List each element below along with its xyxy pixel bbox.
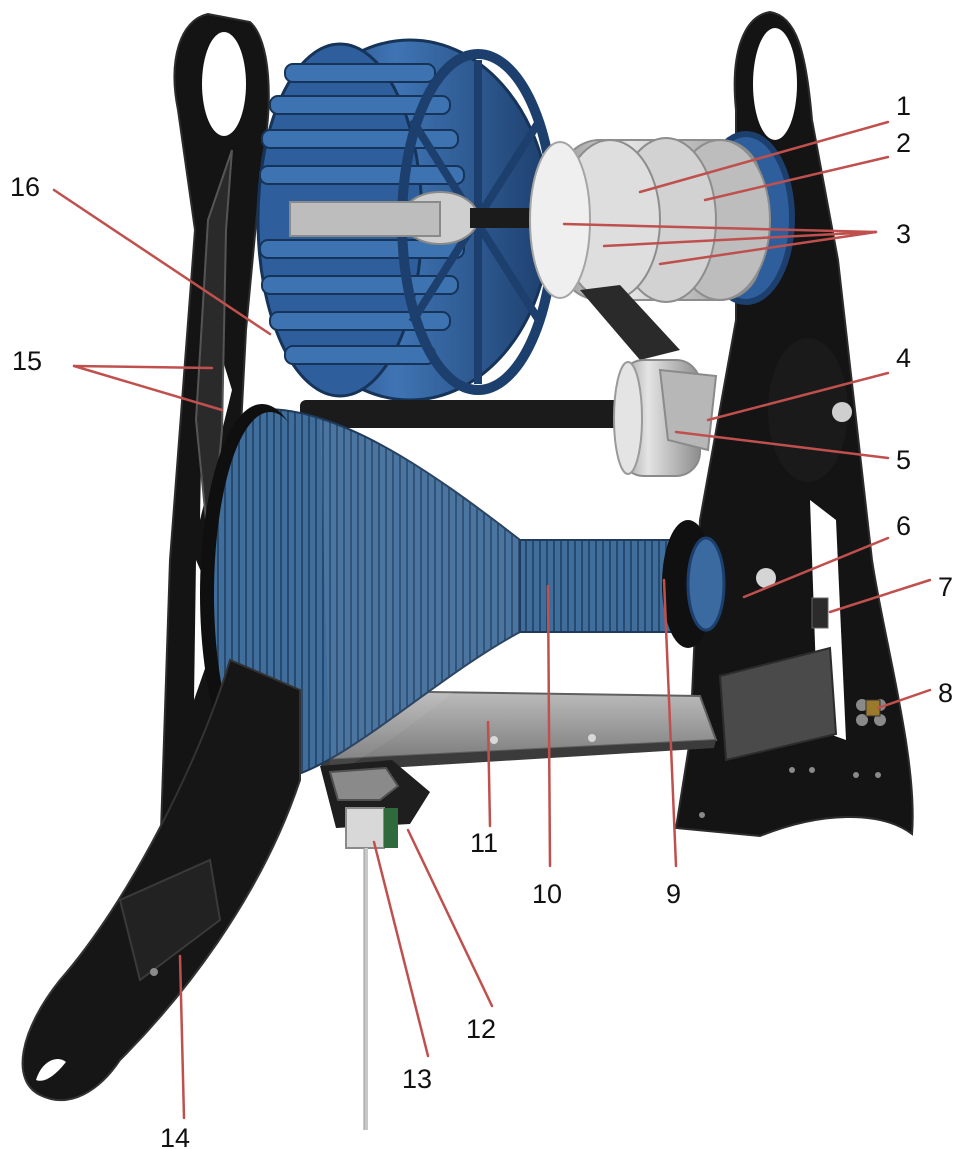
callout-2: 2 [896,128,911,158]
callout-10: 10 [532,879,562,909]
leader-line-10 [546,584,552,868]
callout-7: 7 [938,572,953,602]
leader-line-12 [406,828,494,1008]
callout-8: 8 [938,678,953,708]
leader-line-14 [178,954,186,1120]
callout-1: 1 [896,91,911,121]
lower-shaft [300,400,650,428]
leader-line-2 [703,155,890,202]
callout-4: 4 [896,343,911,373]
callout-14: 14 [160,1123,190,1149]
motor-gearbox [613,338,852,482]
callout-3: 3 [896,219,911,249]
leader-line-3c [658,230,878,266]
callout-6: 6 [896,511,911,541]
leader-line-4 [706,371,890,422]
leader-line-13 [372,840,430,1058]
leader-line-15b [72,364,224,412]
cable-guide-assembly [320,760,430,1130]
left-support-arm [21,658,301,1101]
callout-12: 12 [466,1014,496,1044]
leader-line-15a [72,364,214,370]
leader-line-11 [486,720,492,828]
leader-line-3a [562,222,878,234]
callout-5: 5 [896,445,911,475]
conical-cable-drum [200,404,726,784]
leader-line-6 [742,536,890,599]
leader-line-3b [602,230,878,248]
sensor-pad [718,597,881,762]
leader-line-7 [828,578,932,614]
callout-15: 15 [12,346,42,376]
callout-9: 9 [666,879,681,909]
callout-11: 11 [470,828,498,858]
pulley-stack [529,131,795,360]
leader-line-16 [52,188,272,336]
leader-line-9 [662,578,678,868]
leader-line-1 [638,120,890,194]
leader-line-8 [876,688,932,710]
callout-16: 16 [10,172,40,202]
leader-line-5 [674,430,890,460]
callout-13: 13 [402,1064,432,1094]
fan-impeller [256,38,559,402]
